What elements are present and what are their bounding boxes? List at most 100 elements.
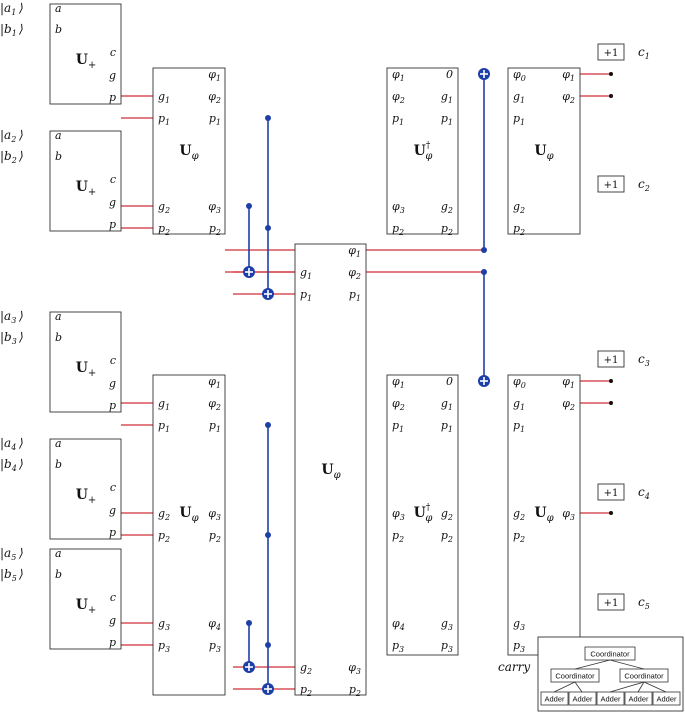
port-label: a [55,129,62,142]
port-label: a [55,547,62,560]
input-ket-b: |b1 [0,22,17,38]
plus-one-label: +1 [604,48,619,59]
port-label: g [109,196,116,209]
cnot-control-dot [481,247,487,253]
ket-close: ⟩ [18,546,24,560]
plus-one-gate-2 [597,175,625,193]
input-ket-b: |b3 [0,330,17,346]
legend-adder-label: Adder [656,695,677,704]
junction-dot [609,94,613,98]
input-ket-a: |a3 [0,309,16,325]
plus-one-label: +1 [604,598,619,609]
port-label: g [109,614,116,627]
plus-one-gate-1 [597,43,625,61]
input-ket-a: |a4 [0,436,16,452]
port-label: c [110,354,116,367]
legend-adder [652,691,681,706]
u-phi-dagger-gate-label: U†φ [414,141,433,162]
ket-close: ⟩ [18,309,24,323]
input-ket-b: |b2 [0,149,17,165]
ket-close: ⟩ [18,22,24,36]
port-label: g [109,504,116,517]
input-ket-a: |a1 [0,1,16,17]
input-ket-b: |b5 [0,567,17,583]
cnot-control-dot [265,532,271,538]
output-c3: c3 [638,352,650,368]
legend-adder [568,691,597,706]
cnot-connections [243,68,613,695]
port-label: p [109,636,116,649]
plus-one-label: +1 [604,355,619,366]
port-label: b [55,458,62,471]
legend-coordinator-left-label: Coordinator [555,672,595,681]
legend-coordinator-root-label: Coordinator [590,650,630,659]
u-phi-gate-middle [294,243,367,696]
cnot-control-dot [265,422,271,428]
plus-one-label: +1 [604,488,619,499]
port-label: c [110,591,116,604]
u-plus-gate-1 [49,3,122,105]
junction-dot [609,401,613,405]
port-label: p [109,91,116,104]
u-plus-gate-2 [49,130,122,232]
carry-label: carry [498,660,530,674]
port-label: g [109,69,116,82]
port-label: c [110,481,116,494]
port-label: c [110,46,116,59]
input-ket-a: |a5 [0,546,16,562]
u-plus-gate-3 [49,311,122,413]
port-label: g [109,377,116,390]
port-label: b [55,23,62,36]
legend-adder-label: Adder [544,695,565,704]
legend-adder-label: Adder [572,695,593,704]
port-label: a [55,310,62,323]
plus-one-gate-4 [597,483,625,501]
ket-close: ⟩ [18,1,24,15]
u-phi-gate-bottom-left [152,374,226,696]
junction-dot [609,379,613,383]
port-label: 0 [446,68,453,81]
u-plus-gate-5 [49,548,122,650]
legend-coordinator-right-label: Coordinator [624,672,664,681]
port-label: a [55,437,62,450]
port-label: b [55,331,62,344]
ket-close: ⟩ [18,128,24,142]
port-label: p [109,399,116,412]
port-label: a [55,2,62,15]
u-plus-gate-4 [49,438,122,540]
u-phi-dagger-gate-label: U†φ [414,503,433,524]
plus-one-gate-5 [597,593,625,611]
ket-close: ⟩ [18,436,24,450]
ket-close: ⟩ [18,149,24,163]
port-label: p [109,526,116,539]
cnot-control-dot [265,115,271,121]
junction-dot [609,511,613,515]
cnot-control-dot [265,225,271,231]
input-ket-a: |a2 [0,128,16,144]
port-label: c [110,173,116,186]
ket-close: ⟩ [18,567,24,581]
output-c2: c2 [638,177,650,193]
output-c1: c1 [638,45,650,61]
u-phi-dagger-gate-top [386,67,459,235]
u-phi-dagger-gate-bottom [386,374,459,656]
cnot-control-dot [481,269,487,275]
port-label: b [55,150,62,163]
u-phi-gate-top-left [152,67,226,235]
port-label: 0 [446,375,453,388]
legend-adder [624,691,653,706]
cnot-control-dot [246,620,252,626]
junction-dot [609,72,613,76]
u-phi-gate-top-right [507,67,581,235]
input-ket-b: |b4 [0,457,17,473]
ket-close: ⟩ [18,330,24,344]
legend-adder-label: Adder [628,695,649,704]
port-label: b [55,568,62,581]
gate-boxes [49,3,625,696]
plus-one-label: +1 [604,180,619,191]
output-c5: c5 [638,595,650,611]
port-label: p [109,218,116,231]
